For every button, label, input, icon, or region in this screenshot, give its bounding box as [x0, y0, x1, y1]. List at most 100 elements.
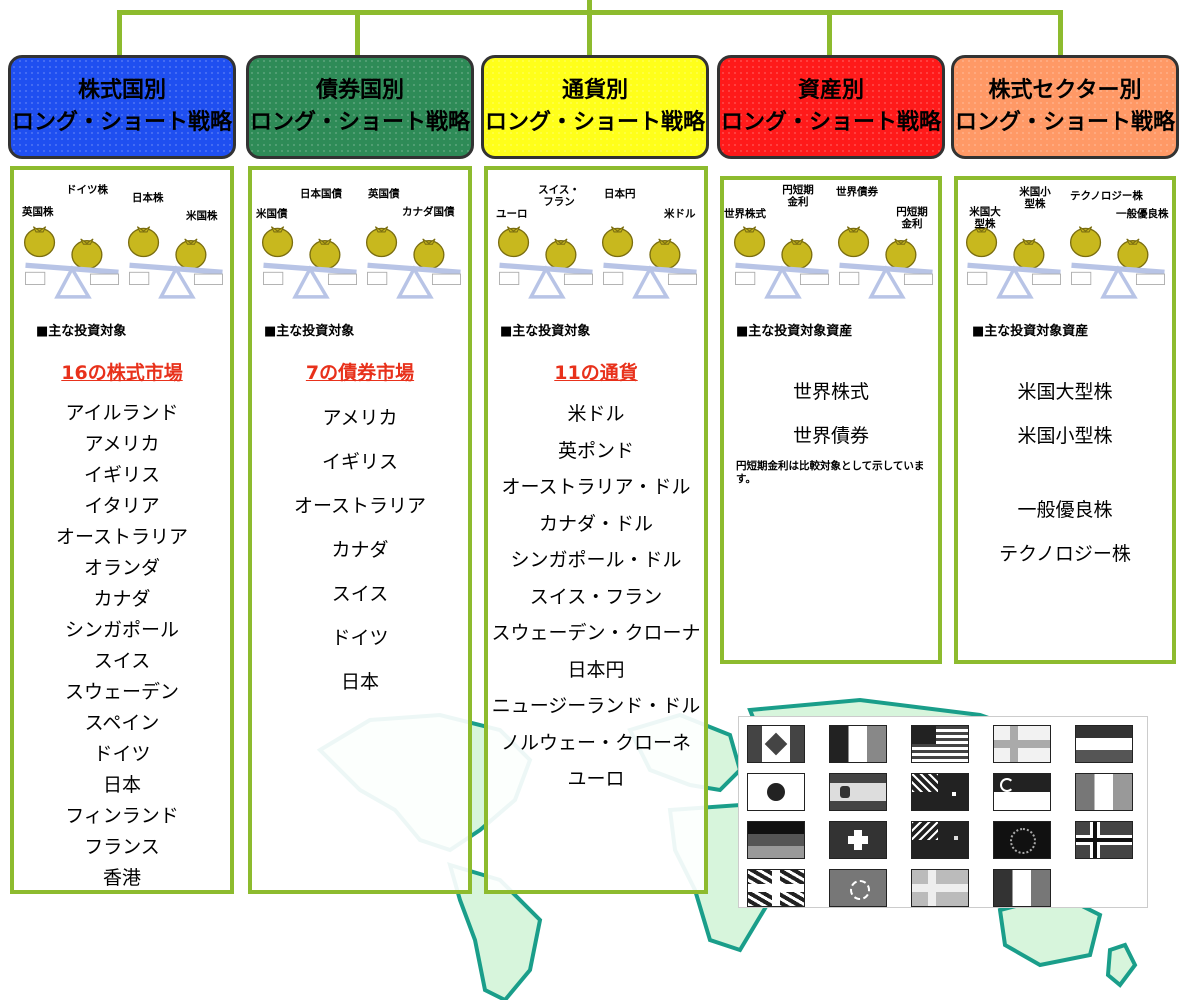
scale-label: 米ドル	[664, 208, 696, 220]
flag-grid	[738, 716, 1148, 908]
market-list: アメリカ イギリス オーストラリア カナダ スイス ドイツ 日本	[252, 396, 468, 704]
list-item: スペイン	[84, 712, 160, 734]
singapore-flag-icon	[993, 773, 1051, 811]
hong-kong-flag-icon	[829, 869, 887, 907]
header-subtitle: ロング・ショート戦略	[720, 110, 941, 135]
header-subtitle: ロング・ショート戦略	[484, 110, 705, 135]
italy-flag-icon	[829, 725, 887, 763]
list-item: テクノロジー株	[999, 543, 1131, 565]
list-item: 一般優良株	[1017, 499, 1113, 521]
ireland-flag-icon	[1075, 773, 1133, 811]
footnote: 円短期金利は比較対象として示しています。	[736, 460, 925, 485]
list-item: スイス	[93, 650, 151, 672]
column-asset: 世界株式 円短期金利 世界債券 円短期金利 ■主な投資対象資産 世界株式 世界債…	[720, 176, 942, 664]
list-item: 英ポンド	[557, 439, 634, 462]
header-subtitle: ロング・ショート戦略	[954, 110, 1175, 135]
balance-scale-icon	[22, 214, 122, 306]
list-item: 米国小型株	[1017, 425, 1113, 447]
market-list: 米ドル 英ポンド オーストラリア・ドル カナダ・ドル シンガポール・ドル スイス…	[488, 396, 704, 798]
list-item: アメリカ	[322, 407, 398, 429]
connector-drop-3	[587, 10, 592, 56]
balance-scale-icon	[1068, 214, 1168, 306]
list-item: アメリカ	[84, 433, 160, 455]
list-item: シンガポール・ドル	[510, 549, 682, 571]
sector-list: 米国大型株 米国小型株 一般優良株 テクノロジー株	[958, 370, 1172, 576]
list-item: ドイツ	[331, 627, 389, 649]
list-item: ノルウェー・クローネ	[500, 731, 691, 754]
scale-label: テクノロジー株	[1070, 190, 1143, 202]
list-item: オーストラリア	[55, 526, 189, 548]
scale-label: カナダ国債	[402, 206, 455, 218]
new-zealand-flag-icon	[911, 821, 969, 859]
list-item: 世界債券	[792, 425, 869, 447]
list-item: オーストラリア	[293, 495, 427, 517]
column-currency: ユーロ スイス・フラン 日本円 米ドル ■主な投資対象 11の通貨 米ドル 英ポ…	[484, 166, 708, 894]
header-subtitle: ロング・ショート戦略	[11, 110, 232, 135]
scale-label: ユーロ	[496, 208, 528, 220]
japan-flag-icon	[747, 773, 805, 811]
market-count-label: 16の株式市場	[61, 362, 183, 384]
list-item: 日本	[340, 671, 379, 693]
eu-flag-icon	[993, 821, 1051, 859]
header-bond-country: 債券国別 ロング・ショート戦略	[246, 55, 474, 159]
header-title: 株式セクター別	[988, 78, 1142, 103]
norway-flag-icon	[1075, 821, 1133, 859]
section-label: ■主な投資対象資産	[972, 324, 1089, 339]
list-item: 米ドル	[567, 403, 625, 425]
germany-flag-icon	[747, 821, 805, 859]
header-title: 株式国別	[77, 78, 166, 103]
scale-label: 一般優良株	[1116, 208, 1169, 220]
usa-flag-icon	[911, 725, 969, 763]
connector-drop-4	[827, 10, 832, 56]
balance-scale-icon	[732, 214, 832, 306]
list-item: オーストラリア・ドル	[501, 476, 691, 498]
balance-scale-icon	[364, 214, 464, 306]
header-equity-sector: 株式セクター別 ロング・ショート戦略	[951, 55, 1179, 159]
market-count-label: 11の通貨	[554, 362, 638, 384]
section-label: ■主な投資対象	[264, 324, 355, 339]
sweden-flag-icon	[911, 869, 969, 907]
list-item: ニュージーランド・ドル	[491, 695, 701, 717]
list-item: カナダ・ドル	[538, 512, 653, 535]
scale-label: 世界債券	[836, 186, 878, 198]
list-item: 香港	[102, 867, 141, 889]
france-flag-icon	[993, 869, 1051, 907]
asset-list: 世界株式 世界債券	[724, 370, 938, 458]
column-bond-country: 米国債 日本国債 英国債 カナダ国債 ■主な投資対象 7の債券市場 アメリカ イ…	[248, 166, 472, 894]
scale-label: 世界株式	[724, 208, 766, 220]
scale-label: 米国小型株	[1019, 186, 1051, 210]
list-item: スイス	[331, 583, 389, 605]
header-currency: 通貨別 ロング・ショート戦略	[481, 55, 709, 159]
list-item: ドイツ	[93, 743, 151, 765]
list-item: 米国大型株	[1017, 381, 1113, 403]
header-subtitle: ロング・ショート戦略	[249, 110, 470, 135]
header-equity-country: 株式国別 ロング・ショート戦略	[8, 55, 236, 159]
scale-label: ドイツ株	[66, 184, 108, 196]
column-equity-sector: 米国大型株 米国小型株 テクノロジー株 一般優良株 ■主な投資対象資産 米国大型…	[954, 176, 1176, 664]
list-item: 世界株式	[792, 381, 869, 403]
market-list: アイルランド アメリカ イギリス イタリア オーストラリア オランダ カナダ シ…	[14, 398, 230, 894]
header-title: 資産別	[797, 78, 864, 103]
canada-flag-icon	[747, 725, 805, 763]
column-equity-country: 英国株 ドイツ株 日本株 米国株 ■主な投資対象 16の株式市場 アイルランド …	[10, 166, 234, 894]
scale-label: 日本株	[132, 192, 164, 204]
switzerland-flag-icon	[829, 821, 887, 859]
list-item: スイス・フラン	[529, 585, 663, 608]
uk-flag-icon	[747, 869, 805, 907]
list-item: カナダ	[331, 539, 389, 561]
list-item: フィンランド	[65, 805, 179, 827]
market-count-label: 7の債券市場	[305, 362, 415, 384]
list-item: アイルランド	[65, 402, 179, 424]
list-item: 日本	[102, 774, 141, 796]
list-item: シンガポール	[64, 619, 179, 641]
connector-root-stem	[587, 0, 592, 12]
balance-scale-icon	[496, 214, 596, 306]
list-item: カナダ	[93, 588, 151, 610]
list-item: オランダ	[83, 557, 160, 579]
section-label: ■主な投資対象	[500, 324, 591, 339]
list-item: スウェーデン	[64, 681, 179, 703]
header-title: 通貨別	[561, 78, 628, 103]
header-title: 債券国別	[315, 78, 404, 103]
connector-drop-1	[117, 10, 122, 56]
scale-label: 日本円	[604, 188, 636, 200]
